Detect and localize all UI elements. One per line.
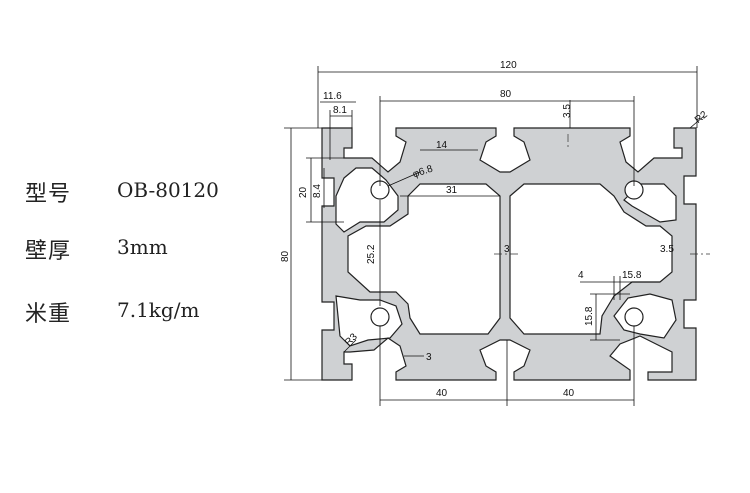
dim-20: 20 [298,186,309,198]
dim-40-left: 40 [436,388,448,399]
dim-inner-width: 80 [500,89,512,100]
dim-leader-hole [387,171,421,187]
dim-wall-thickness: 3 [426,352,432,363]
dim-31: 31 [446,185,458,196]
spec-value-model: OB-80120 [117,178,219,202]
spec-row-model: 型号 OB-80120 [25,176,295,210]
spec-value-weight: 7.1kg/m [117,298,200,322]
dim-8-4: 8.4 [312,184,323,198]
dim-overall-width: 120 [500,60,517,71]
dim-leader-r2 [689,115,705,129]
dim-14: 14 [436,140,448,151]
dim-web-thickness: 3 [504,244,510,255]
spec-value-wall-thickness: 3mm [117,235,168,259]
spec-row-wall-thickness: 壁厚 3mm [25,233,295,267]
dim-3-5-side: 3.5 [660,244,674,255]
dim-40-right: 40 [563,388,575,399]
dim-4: 4 [578,270,584,281]
dim-3-5-top: 3.5 [562,104,573,118]
spec-label-weight: 米重 [25,302,72,327]
spec-row-weight: 米重 7.1kg/m [25,296,295,330]
mounting-hole-bottom-right [624,307,644,327]
mounting-hole-bottom-left [370,307,390,327]
dim-15-8-vertical: 15.8 [584,306,595,326]
dim-15-8-horizontal: 15.8 [622,270,642,281]
profile-outline [321,127,697,381]
dim-8-1: 8.1 [333,105,347,116]
dim-overall-height: 80 [280,250,291,262]
dim-leader-r3 [343,339,357,353]
dim-11-6: 11.6 [323,91,342,102]
spec-label-wall-thickness: 壁厚 [25,239,72,264]
dim-25-2: 25.2 [366,244,377,264]
spec-label-model: 型号 [25,182,72,207]
